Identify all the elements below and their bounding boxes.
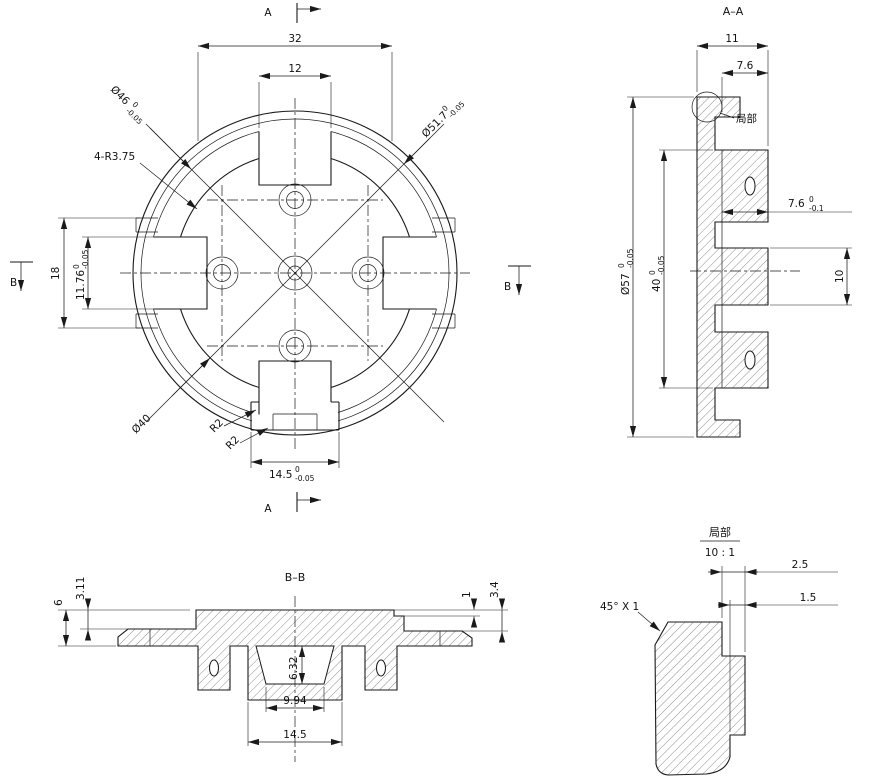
- section-aa-geometry: [690, 91, 800, 438]
- dim-bb-3-11-text: 3.11: [75, 577, 87, 600]
- dimension-bb-3-11: 3.11: [75, 577, 128, 641]
- section-b-right-label: B: [504, 281, 511, 293]
- dim-aa-dia57-tol-lower: -0.05: [626, 248, 635, 268]
- dim-bb-6-32-text: 6.32: [288, 657, 300, 680]
- detail-view-title: 局部 10 : 1: [700, 525, 740, 559]
- dim-14-5-text: 14.5: [269, 469, 292, 481]
- dimension-aa-dia57: Ø57 0 -0.05: [617, 96, 694, 438]
- dim-aa-7-6-right-tol-upper: 0: [809, 195, 814, 204]
- hole-right: [351, 256, 385, 290]
- dimension-detail-1-5: 1.5: [718, 592, 838, 732]
- dim-32-text: 32: [288, 33, 301, 45]
- dim-aa-10-text: 10: [834, 270, 846, 283]
- section-aa-title: A–A: [723, 5, 744, 18]
- dimension-12: 12: [258, 63, 332, 128]
- dimension-aa-7-6-right: 7.6 0 -0.1: [722, 195, 852, 216]
- dim-11-76-tol-upper: 0: [72, 264, 81, 269]
- section-marker-a-top: A: [264, 3, 321, 23]
- detail-callout: 局部: [719, 112, 757, 125]
- dim-aa-40-tol-lower: -0.05: [657, 255, 666, 275]
- dim-bb-1-text: 1: [461, 591, 473, 598]
- dim-detail-2-5-text: 2.5: [792, 559, 809, 571]
- dim-aa-40-text: 40: [651, 279, 663, 292]
- section-b-left-label: B: [10, 277, 17, 289]
- detail-callout-text: 局部: [736, 112, 757, 125]
- dim-detail-chamfer-text: 45° X 1: [600, 601, 639, 613]
- dim-aa-dia57-tol-upper: 0: [617, 263, 626, 268]
- dim-bb-9-94-text: 9.94: [283, 695, 307, 707]
- detail-scale-text: 10 : 1: [705, 547, 735, 559]
- dimension-bb-3-4: 3.4: [462, 581, 508, 643]
- dimension-4r3-75: 4-R3.75: [94, 151, 198, 210]
- dimension-bb-1: 1: [394, 591, 508, 628]
- dim-18-text: 18: [50, 267, 62, 280]
- detail-view: 局部 10 : 1 2.5 1.5 45°: [600, 525, 838, 776]
- dim-14-5-tol-lower: -0.05: [295, 474, 315, 483]
- dim-11-76-text: 11.76: [75, 270, 87, 300]
- hole-center: [277, 255, 313, 291]
- section-marker-a-bottom: A: [264, 492, 321, 515]
- dimension-11-76: 11.76 0 -0.05: [72, 236, 205, 310]
- section-marker-b-left: B: [10, 261, 33, 291]
- section-bb-geometry: [117, 596, 473, 762]
- dim-bb-14-5-text: 14.5: [283, 729, 306, 741]
- dimension-32: 32: [197, 33, 393, 141]
- dim-detail-1-5-text: 1.5: [800, 592, 817, 604]
- detail-title-text: 局部: [709, 525, 731, 539]
- front-view-geometry: [120, 98, 470, 452]
- dim-bb-6-text: 6: [53, 599, 65, 606]
- dim-dia46-tol-upper: 0: [131, 100, 141, 110]
- section-aa-view: A–A 局部 11 7.6: [617, 5, 852, 438]
- section-a-top-label: A: [264, 7, 272, 19]
- dimension-bb-14-5: 14.5: [247, 702, 343, 746]
- dimension-bb-6: 6: [53, 599, 190, 647]
- dimension-detail-2-5: 2.5: [708, 559, 838, 652]
- dim-aa-7-6-top-text: 7.6: [737, 60, 754, 72]
- dim-aa-11-text: 11: [725, 33, 738, 45]
- hole-bottom: [278, 329, 312, 363]
- dim-aa-7-6-right-text: 7.6: [788, 198, 805, 210]
- dim-4r3-75-text: 4-R3.75: [94, 151, 135, 163]
- section-bb-view: B–B 6 3.11: [53, 571, 508, 762]
- dimension-aa-10: 10: [770, 247, 852, 306]
- dimension-aa-11: 11: [696, 33, 769, 146]
- dim-bb-3-4-text: 3.4: [489, 581, 501, 598]
- dim-14-5-tol-upper: 0: [295, 465, 300, 474]
- detail-view-geometry: [654, 621, 746, 776]
- hole-left: [205, 256, 239, 290]
- section-bb-title: B–B: [285, 571, 306, 584]
- dim-aa-dia57-text: Ø57: [620, 273, 632, 295]
- dimension-detail-chamfer: 45° X 1: [600, 601, 661, 632]
- dim-aa-7-6-right-tol-lower: -0.1: [809, 204, 824, 213]
- hole-top: [278, 183, 312, 217]
- dimension-18: 18: [50, 217, 140, 329]
- dimension-aa-40: 40 0 -0.05: [648, 149, 713, 389]
- dim-11-76-tol-lower: -0.05: [81, 249, 90, 269]
- dim-12-text: 12: [288, 63, 301, 75]
- dimension-aa-7-6-top: 7.6: [721, 60, 768, 112]
- dimension-14-5: 14.5 0 -0.05: [250, 432, 340, 483]
- section-marker-b-right: B: [504, 265, 531, 295]
- dim-aa-40-tol-upper: 0: [648, 270, 657, 275]
- dimension-bb-6-32: 6.32: [288, 646, 306, 684]
- dimension-bb-9-94: 9.94: [265, 687, 325, 712]
- dim-dia51-7-tol-upper: 0: [440, 103, 450, 113]
- section-a-bottom-label: A: [264, 503, 272, 515]
